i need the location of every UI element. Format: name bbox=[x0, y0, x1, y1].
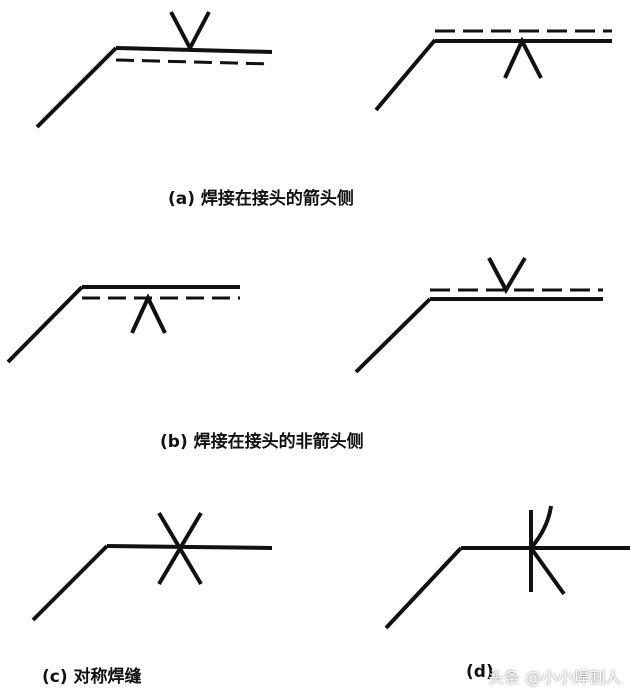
watermark-text: 头条 @小小焊割人 bbox=[488, 668, 622, 687]
weld-symbol-a-right bbox=[374, 29, 612, 112]
weld-symbol-b-right bbox=[354, 256, 603, 374]
weld-symbol-a-left bbox=[35, 11, 273, 129]
weld-symbol-b-left bbox=[6, 285, 240, 364]
caption-d: (d) bbox=[466, 662, 494, 682]
caption-a: (a) 焊接在接头的箭头侧 bbox=[168, 189, 354, 209]
reference-line-solid bbox=[106, 544, 273, 550]
caption-c: (c) 对称焊缝 bbox=[42, 667, 142, 687]
arrow-leader-line bbox=[374, 38, 437, 112]
arrow-leader-line bbox=[354, 297, 432, 374]
x-weld-stroke-2 bbox=[157, 511, 203, 586]
reference-line-solid bbox=[115, 46, 273, 54]
arrow-leader-line bbox=[31, 544, 109, 622]
k-weld-lower-stroke bbox=[529, 546, 566, 596]
caption-b: (b) 焊接在接头的非箭头侧 bbox=[160, 432, 364, 452]
weld-symbol-c-symmetric bbox=[31, 511, 273, 622]
v-groove-weld-symbol bbox=[503, 36, 543, 79]
arrow-leader-line bbox=[35, 46, 118, 129]
arrow-leader-line bbox=[6, 285, 84, 364]
k-weld-upper-curve bbox=[529, 505, 553, 550]
reference-line-dashed bbox=[115, 58, 273, 66]
arrow-leader-line bbox=[384, 546, 463, 630]
weld-symbol-d-symmetric-k bbox=[384, 505, 630, 630]
v-groove-weld-symbol bbox=[130, 293, 167, 334]
v-groove-weld-symbol bbox=[169, 11, 211, 53]
v-groove-weld-symbol bbox=[487, 256, 527, 295]
